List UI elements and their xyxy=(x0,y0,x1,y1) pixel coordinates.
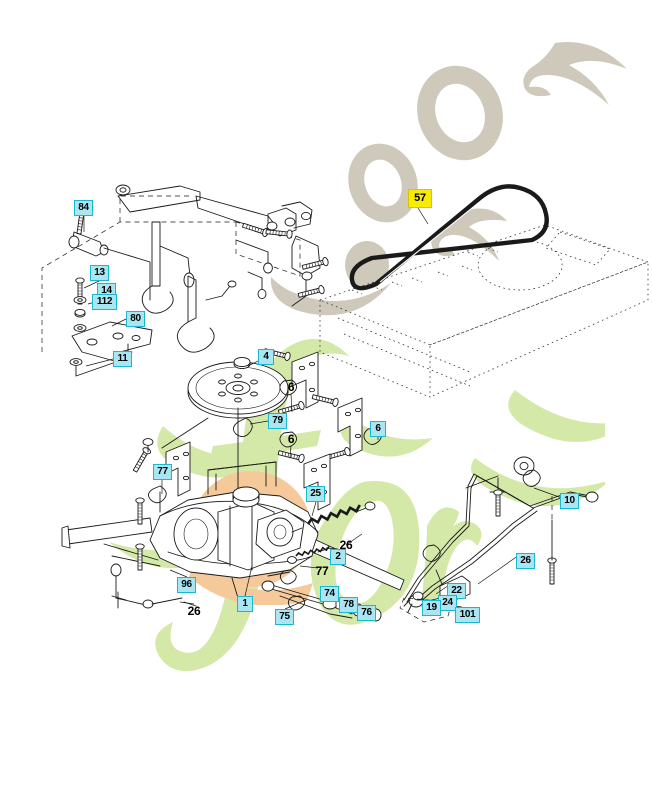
callout-101[interactable]: 101 xyxy=(455,607,480,623)
left-linkage xyxy=(41,184,277,377)
callout-74[interactable]: 74 xyxy=(320,586,339,602)
transaxle-assembly xyxy=(61,461,405,599)
callout-77[interactable]: 77 xyxy=(153,464,172,480)
callout-76[interactable]: 76 xyxy=(357,605,376,621)
callout-26[interactable]: 26 xyxy=(339,538,353,552)
callout-13[interactable]: 13 xyxy=(90,265,109,281)
callout-77[interactable]: 77 xyxy=(315,564,329,578)
callout-11[interactable]: 11 xyxy=(113,351,132,367)
callout-19[interactable]: 19 xyxy=(422,600,441,616)
drive-belt-57 xyxy=(349,184,549,291)
pulley-assembly xyxy=(161,356,289,501)
callout-84[interactable]: 84 xyxy=(74,200,93,216)
callout-6[interactable]: 6 xyxy=(287,432,295,446)
callout-4[interactable]: 4 xyxy=(258,349,274,365)
right-linkage xyxy=(399,456,599,623)
callout-80[interactable]: 80 xyxy=(126,311,145,327)
callout-6[interactable]: 6 xyxy=(287,380,295,394)
callout-79[interactable]: 79 xyxy=(268,413,287,429)
callout-78[interactable]: 78 xyxy=(339,597,358,613)
callout-6[interactable]: 6 xyxy=(370,421,386,437)
frame-outline xyxy=(318,224,650,398)
callout-57[interactable]: 57 xyxy=(408,189,432,208)
spring-and-damper xyxy=(267,501,376,585)
callout-1[interactable]: 1 xyxy=(237,596,253,612)
callout-26[interactable]: 26 xyxy=(187,604,201,618)
upper-control-cluster xyxy=(176,201,330,353)
callout-96[interactable]: 96 xyxy=(177,577,196,593)
callout-26[interactable]: 26 xyxy=(516,553,535,569)
callout-25[interactable]: 25 xyxy=(306,486,325,502)
callout-75[interactable]: 75 xyxy=(275,609,294,625)
callout-112[interactable]: 112 xyxy=(92,294,117,310)
callout-2[interactable]: 2 xyxy=(330,549,346,565)
callout-10[interactable]: 10 xyxy=(560,493,579,509)
